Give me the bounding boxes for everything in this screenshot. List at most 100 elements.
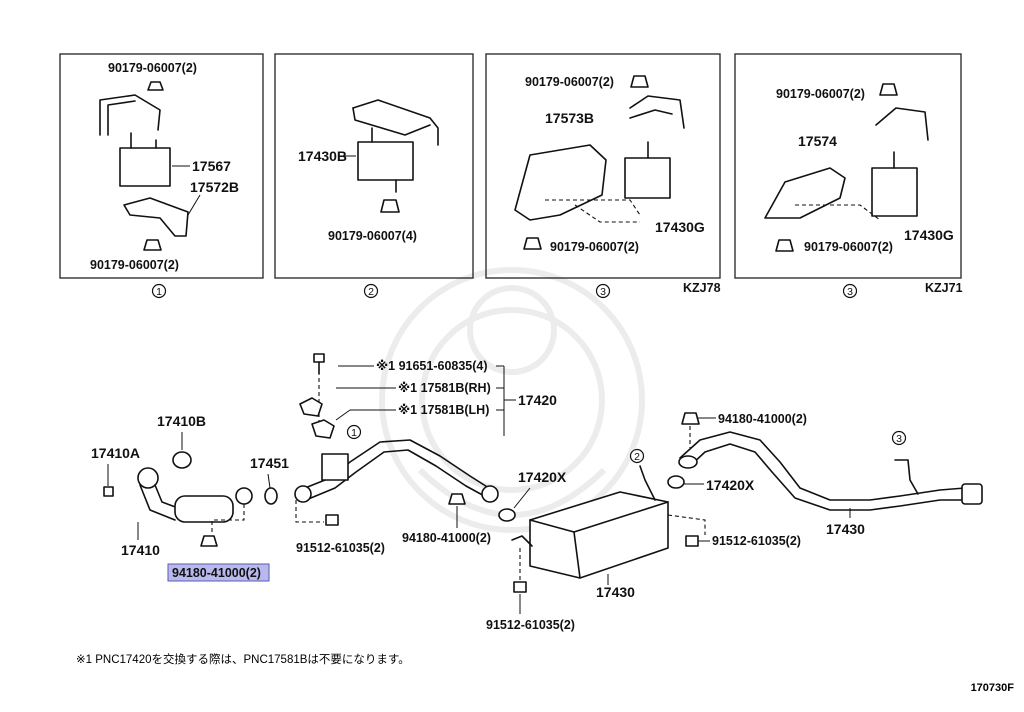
- panel-2-label-bolt: 90179-06007(4): [328, 229, 417, 243]
- label-17581b-rh: ※1 17581B(RH): [398, 381, 491, 395]
- pipe-17420-hanger-bracket: [321, 453, 349, 481]
- main-assembly: 17420 ※1 91651-60835(4) ※1 17581B(RH) ※1…: [91, 353, 983, 632]
- bolt-91651: [313, 353, 325, 363]
- panel-3-label-bolt-bottom: 90179-06007(2): [550, 240, 639, 254]
- label-17581b-lh: ※1 17581B(LH): [398, 403, 489, 417]
- panel-1-mount-17567: [119, 147, 171, 187]
- panel-4-label-bolt-top: 90179-06007(2): [776, 87, 865, 101]
- panel-3-label-17430g: 17430G: [655, 219, 705, 235]
- front-pipe-rear-flange: [235, 487, 253, 505]
- svg-text:1: 1: [156, 286, 162, 298]
- pipe-17430-tail: [679, 431, 966, 501]
- label-17410a: 17410A: [91, 445, 140, 461]
- panel-4-bracket-17574: [764, 167, 846, 219]
- panel-1-bracket-17572b: [123, 197, 189, 237]
- panel-3-mount-17430g: [624, 157, 671, 199]
- circle-1: [346, 424, 362, 440]
- front-pipe-resonator: [174, 495, 234, 523]
- label-17410b: 17410B: [157, 413, 206, 429]
- label-94180-highlight[interactable]: [167, 563, 270, 582]
- label-94180-41000-highlighted: 94180-41000(2): [172, 566, 261, 580]
- panel-2-bracket: [352, 99, 439, 146]
- label-94180-c: 94180-41000(2): [718, 412, 807, 426]
- nut-94180-c: [681, 412, 700, 425]
- label-91512-a: 91512-61035(2): [296, 541, 385, 555]
- panel-3: 90179-06007(2) 17573B 17430G 90179-06007…: [485, 53, 721, 299]
- panel-2-frame: [274, 53, 474, 279]
- hanger-17581b-rh: [299, 397, 323, 417]
- panel-4-circle: [842, 283, 858, 299]
- panel-4-model: KZJ71: [925, 281, 963, 295]
- svg-text:3: 3: [896, 433, 902, 445]
- label-17451: 17451: [250, 455, 289, 471]
- panel-2-label-17430b: 17430B: [298, 148, 347, 164]
- pipe-17420-rear-flange: [481, 485, 499, 503]
- gasket-17410b: [172, 451, 192, 469]
- label-17430-right: 17430: [826, 521, 865, 537]
- panel-4-label-bolt-bottom: 90179-06007(2): [804, 240, 893, 254]
- panel-1-circle: [151, 283, 167, 299]
- panel-3-frame: [485, 53, 721, 279]
- panel-1: 90179-06007(2) 17567 17572B 90179-06007(…: [59, 53, 264, 299]
- panel-4: 90179-06007(2) 17574 17430G 90179-06007(…: [734, 53, 963, 299]
- panel-2-nut: [380, 199, 400, 213]
- panel-2: 17430B 90179-06007(4) 2: [274, 53, 474, 299]
- panel-1-label-17567: 17567: [192, 158, 231, 174]
- panel-4-nut-top: [879, 83, 898, 96]
- panel-4-frame: [734, 53, 962, 279]
- label-17410: 17410: [121, 542, 160, 558]
- panel-4-mount-17430g: [871, 167, 918, 217]
- svg-text:1: 1: [351, 427, 357, 439]
- panel-1-label-bolt-top: 90179-06007(2): [108, 61, 197, 75]
- panel-4-label-17430g: 17430G: [904, 227, 954, 243]
- bolt-91512-c: [685, 535, 699, 547]
- panel-3-bracket-top: [629, 95, 685, 129]
- gasket-17451: [264, 487, 278, 505]
- label-91651-60835: ※1 91651-60835(4): [376, 359, 488, 373]
- panel-2-mount-17430b: [357, 141, 414, 181]
- muffler-inlet: [511, 535, 533, 547]
- label-94180-b: 94180-41000(2): [402, 531, 491, 545]
- muffler-bracket: [639, 465, 656, 501]
- label-91512-b: 91512-61035(2): [486, 618, 575, 632]
- panel-3-circle: [595, 283, 611, 299]
- panel-2-circle: [363, 283, 379, 299]
- label-91512-c: 91512-61035(2): [712, 534, 801, 548]
- nut-94180-b: [448, 493, 466, 505]
- pipe-17430-tail-flange: [678, 455, 698, 469]
- stud-17410a: [103, 486, 114, 497]
- panel-1-nut-bottom: [143, 239, 162, 251]
- panel-1-nut-top: [147, 81, 164, 91]
- bolt-91512-b: [513, 581, 527, 593]
- pipe-17420-front-flange: [294, 485, 312, 503]
- panel-4-nut-bottom: [775, 239, 794, 252]
- svg-text:2: 2: [368, 286, 374, 298]
- circle-2: [629, 448, 645, 464]
- label-17420: 17420: [518, 392, 557, 408]
- bolt-91512-a: [325, 514, 339, 526]
- panel-4-bracket-top: [875, 107, 929, 141]
- drawing-code: 170730F: [970, 682, 1014, 694]
- panel-3-model: KZJ78: [683, 281, 721, 295]
- panel-3-nut-bottom: [523, 237, 542, 250]
- circle-3: [891, 430, 907, 446]
- panel-1-label-17572b: 17572B: [190, 179, 239, 195]
- panel-1-frame: [59, 53, 264, 279]
- svg-text:3: 3: [847, 286, 853, 298]
- gasket-17420x-a: [498, 508, 516, 522]
- label-17420x-a: 17420X: [518, 469, 567, 485]
- panel-1-bracket: [99, 94, 161, 136]
- tail-hanger: [894, 459, 919, 495]
- panel-3-nut-top: [630, 75, 649, 88]
- panel-4-label-17574: 17574: [798, 133, 837, 149]
- front-pipe-flange: [137, 467, 159, 489]
- label-17420x-b: 17420X: [706, 477, 755, 493]
- panel-1-label-bolt-bottom: 90179-06007(2): [90, 258, 179, 272]
- gasket-17420x-b: [667, 475, 685, 489]
- panel-3-bracket-17573b: [514, 144, 607, 221]
- label-17430-mid: 17430: [596, 584, 635, 600]
- footnote: ※1 PNC17420を交換する際は、PNC17581Bは不要になります。: [76, 654, 410, 666]
- pipe-17410: [139, 484, 176, 521]
- nut-94180-a: [200, 535, 218, 547]
